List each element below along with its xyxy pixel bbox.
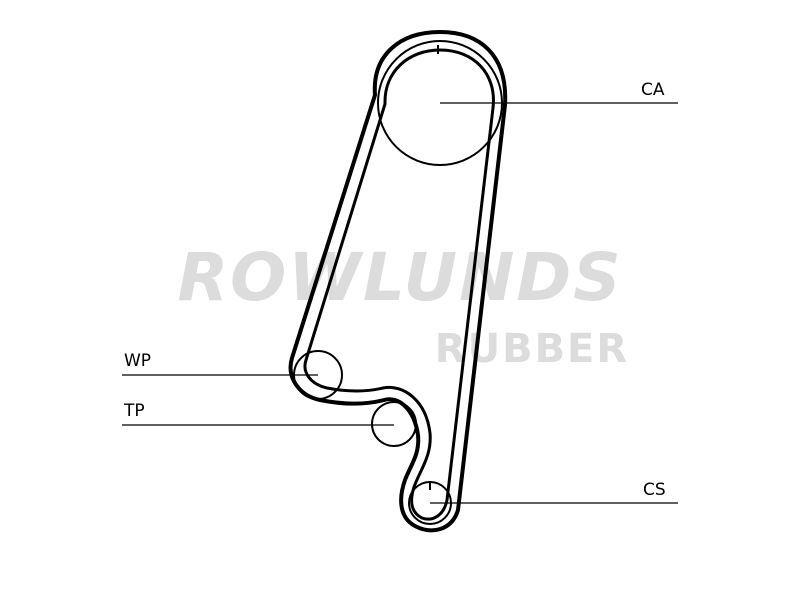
- label-wp: WP: [124, 351, 151, 371]
- watermark: ROWLUNDS RUBBER: [177, 239, 627, 372]
- timing-belt-outer: [288, 30, 508, 533]
- watermark-brand: ROWLUNDS: [177, 239, 622, 316]
- timing-belt-inner: [303, 48, 495, 521]
- label-cs: CS: [643, 480, 666, 500]
- label-ca: CA: [641, 80, 665, 100]
- label-tp: TP: [123, 401, 145, 421]
